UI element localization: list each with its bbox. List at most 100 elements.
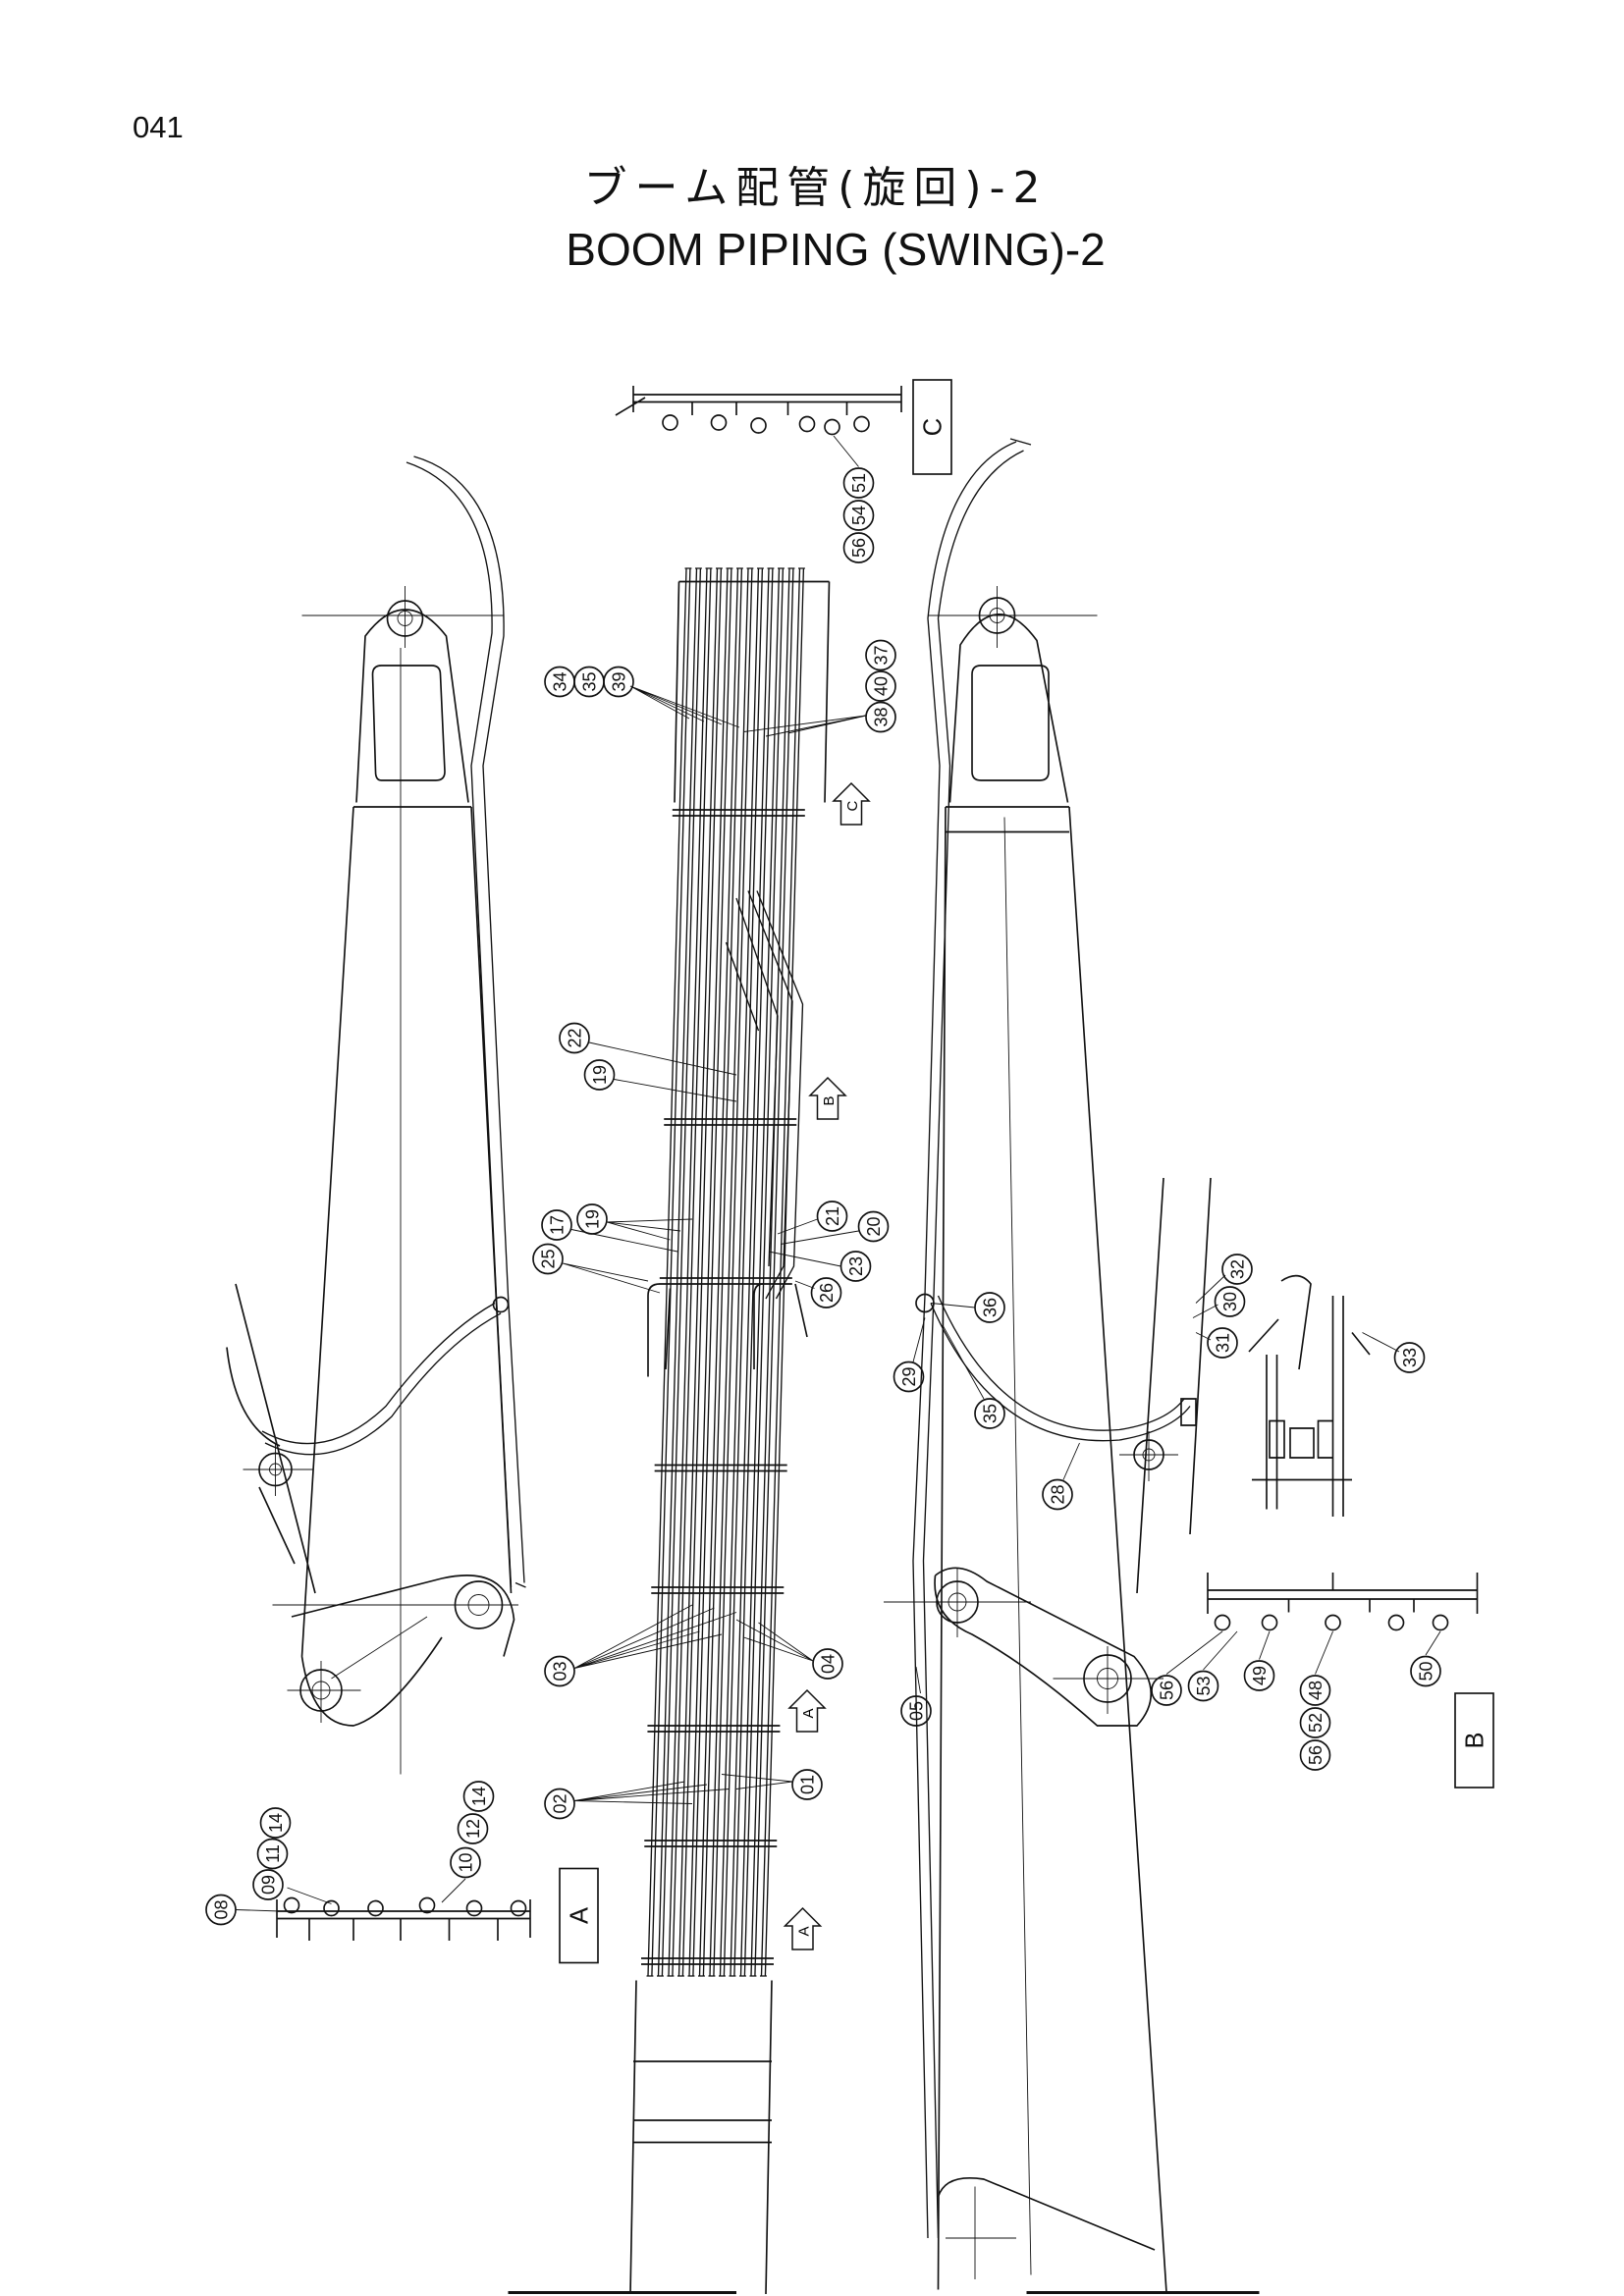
callout-number: 53: [1194, 1676, 1214, 1695]
detail-b-bracket: [1207, 1573, 1479, 1614]
hose-routing-detail: [1248, 1274, 1371, 1517]
callout-number: 19: [582, 1209, 602, 1229]
callout-number: 23: [846, 1256, 866, 1276]
left-boom-centerlines: [243, 586, 518, 1775]
pivot-pin-bore: [989, 608, 1005, 623]
callout-number: 28: [1048, 1484, 1067, 1504]
pivot-pin-bore: [1097, 1668, 1118, 1689]
detail-label-box-a: A: [559, 1867, 599, 1964]
callout-number: 01: [797, 1775, 817, 1794]
callout-circle: [865, 639, 896, 671]
clamp: [465, 1899, 483, 1917]
callout-number: 20: [864, 1216, 884, 1236]
part-callout-12: 12: [457, 1813, 489, 1844]
callout-number: 56: [1157, 1681, 1176, 1700]
pipe-bundle: [646, 567, 805, 1977]
part-callout-14: 14: [259, 1807, 292, 1839]
callout-number: 56: [1306, 1745, 1326, 1765]
callout-number: 12: [463, 1819, 483, 1839]
callout-circle: [816, 1201, 848, 1232]
callout-number: 49: [1250, 1666, 1270, 1685]
callout-number: 51: [849, 473, 869, 493]
hose-fitting: [492, 1296, 510, 1313]
detail-label-box-c: C: [912, 379, 952, 475]
clamp: [1387, 1614, 1405, 1631]
label-box: [559, 1867, 599, 1964]
pivot-pin-bore: [467, 1594, 490, 1616]
callout-number: 36: [980, 1298, 1000, 1317]
pipe-offset-section: [725, 890, 804, 1300]
pivot-pin-bore: [1142, 1448, 1156, 1462]
detail-a-clamp-view: [276, 1896, 531, 1941]
pivot-pin: [258, 1452, 293, 1487]
right-swing-hose: [912, 438, 1191, 2239]
part-callout-01: 01: [791, 1769, 823, 1800]
part-callout-56: 56: [1299, 1739, 1331, 1771]
part-callout-54: 54: [842, 500, 875, 531]
callout-circle: [462, 1781, 495, 1812]
callout-circle: [259, 1807, 292, 1839]
callout-circle: [842, 500, 875, 531]
callout-number: 21: [823, 1206, 842, 1226]
callout-circle: [842, 532, 875, 563]
up-arrow-icon: [787, 1688, 827, 1733]
left-boom-pivot-pins: [258, 600, 504, 1712]
callout-circle: [842, 467, 875, 499]
clamp: [750, 417, 767, 434]
part-callout-17: 17: [541, 1209, 572, 1241]
callout-number: 38: [871, 707, 891, 726]
part-callout-26: 26: [810, 1277, 842, 1308]
part-callout-29: 29: [893, 1361, 925, 1393]
detail-c-bracket: [615, 386, 902, 416]
label-box: [1454, 1692, 1494, 1789]
detail-letter: C: [920, 418, 947, 436]
callout-number: 10: [456, 1852, 475, 1872]
detail-b-clamp-view: [1207, 1573, 1479, 1631]
detail-c-clamp-view: [615, 386, 902, 436]
part-callout-48: 48: [1299, 1675, 1331, 1706]
callout-number: 03: [550, 1661, 569, 1681]
callout-leader-lines: [235, 435, 1441, 1912]
up-arrow-icon: [783, 1906, 823, 1950]
callout-circle: [450, 1846, 481, 1879]
callout-number: 05: [906, 1701, 926, 1721]
part-callout-22: 22: [559, 1022, 590, 1054]
clamp: [824, 418, 840, 436]
callout-circle: [974, 1398, 1005, 1429]
callout-circle: [256, 1838, 289, 1870]
callout-circle: [1151, 1675, 1182, 1706]
callout-circle: [603, 666, 634, 698]
clamp: [798, 415, 816, 433]
part-callout-37: 37: [865, 639, 896, 671]
callout-circle: [1214, 1286, 1246, 1317]
clamp: [367, 1899, 384, 1917]
part-callout-52: 52: [1299, 1707, 1331, 1738]
pivot-pin: [454, 1580, 504, 1629]
part-callout-50: 50: [1410, 1655, 1441, 1687]
callout-number: 48: [1306, 1681, 1326, 1700]
detail-letter: A: [567, 1907, 594, 1924]
callout-number: 50: [1416, 1661, 1435, 1681]
view-arrow-b: B: [808, 1076, 847, 1120]
callout-number: 37: [871, 645, 891, 665]
callout-circle: [812, 1648, 843, 1680]
callout-number: 08: [211, 1899, 231, 1919]
pipe-brackets: [647, 1283, 808, 1377]
callout-circle: [576, 1203, 608, 1235]
callout-number: 09: [258, 1875, 278, 1895]
left-swing-hose: [261, 455, 526, 1588]
callout-number: 14: [469, 1787, 489, 1806]
callout-number: 26: [817, 1283, 837, 1303]
callout-circle: [839, 1251, 872, 1282]
callout-circle: [559, 1022, 590, 1054]
part-callout-40: 40: [865, 670, 896, 702]
part-callout-11: 11: [256, 1838, 289, 1870]
part-callout-34: 34: [544, 666, 575, 698]
pivot-pin: [1083, 1654, 1132, 1703]
clamp: [710, 414, 728, 431]
page-title-english: BOOM PIPING (SWING)-2: [566, 224, 1106, 275]
part-callout-35: 35: [573, 666, 605, 698]
callout-number: 35: [579, 671, 599, 691]
callout-number: 22: [565, 1028, 584, 1047]
